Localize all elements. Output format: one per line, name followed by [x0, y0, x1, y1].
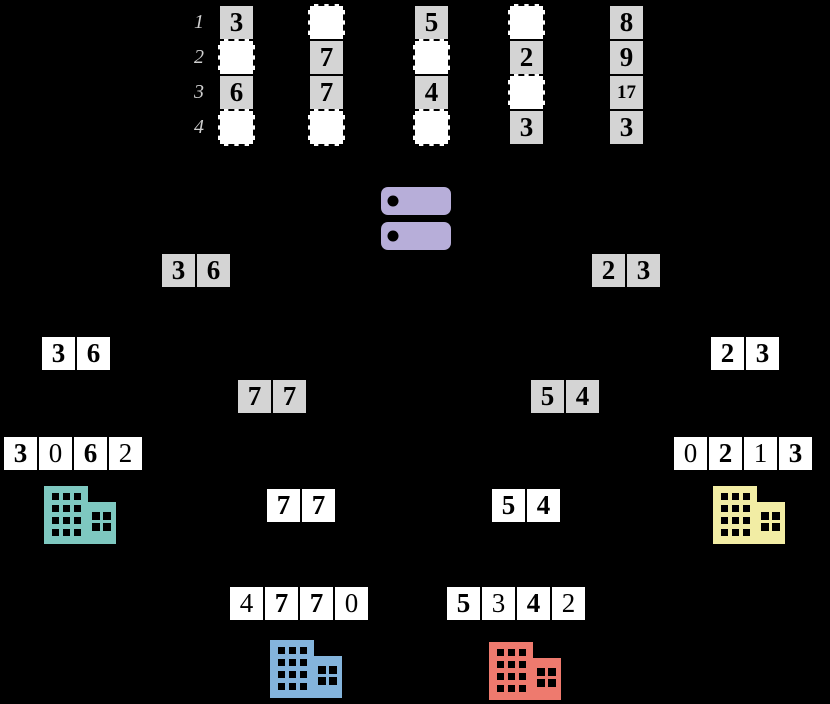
word-right-white-cell-2: 2: [707, 435, 744, 472]
database-icon: [380, 186, 452, 252]
word-right-white-cell-1: 0: [672, 435, 709, 472]
word-left-white-cell-1: 3: [2, 435, 39, 472]
word-right-white-cell-3: 1: [742, 435, 779, 472]
row-label-1: 1: [194, 11, 204, 33]
memory-cell-r3-c3: 4: [413, 74, 450, 111]
memory-cell-r4-c3: [413, 109, 450, 146]
database-icon-svg: [381, 187, 451, 250]
memory-cell-r4-c1: [218, 109, 255, 146]
word-bottomright-white-cell-1: 5: [445, 585, 482, 622]
word-bottomright-white-cell-4: 2: [550, 585, 587, 622]
memory-cell-r3-c5: 17: [608, 74, 645, 111]
server-building-red: [489, 638, 561, 700]
building-icon: [44, 486, 116, 544]
word-left-white-cell-3: 6: [72, 435, 109, 472]
building-icon: [270, 640, 342, 698]
memory-cell-r1-c5: 8: [608, 4, 645, 41]
pair-midleft-gray-cell-1: 7: [236, 378, 273, 415]
memory-cell-r2-c1: [218, 39, 255, 76]
word-bottomright-white-cell-3: 4: [515, 585, 552, 622]
memory-cell-r1-c3: 5: [413, 4, 450, 41]
buffer-right-gray-cell-2: 3: [625, 252, 662, 289]
server-building-blue: [270, 636, 342, 698]
memory-cell-r4-c2: [308, 109, 345, 146]
memory-cell-r3-c1: 6: [218, 74, 255, 111]
memory-cell-r2-c2: 7: [308, 39, 345, 76]
buffer-right-gray-cell-1: 2: [590, 252, 627, 289]
memory-cell-r2-c5: 9: [608, 39, 645, 76]
word-left-white-cell-4: 2: [107, 435, 144, 472]
pair-midright-gray-cell-2: 4: [564, 378, 601, 415]
pair-left-white-cell-1: 3: [40, 335, 77, 372]
memory-cell-r4-c4: 3: [508, 109, 545, 146]
pair-midright-white-cell-1: 5: [490, 487, 527, 524]
memory-cell-r4-c5: 3: [608, 109, 645, 146]
pair-midleft-gray-cell-2: 7: [271, 378, 308, 415]
client-building-yellow: [713, 482, 785, 544]
row-label-2: 2: [194, 46, 204, 68]
pair-midleft-white-cell-1: 7: [265, 487, 302, 524]
memory-cell-r1-c2: [308, 4, 345, 41]
memory-cell-r3-c4: [508, 74, 545, 111]
word-bottomleft-white-cell-4: 0: [333, 585, 370, 622]
pair-right-white-cell-1: 2: [709, 335, 746, 372]
pair-midleft-white-cell-2: 7: [300, 487, 337, 524]
client-building-teal: [44, 482, 116, 544]
word-bottomleft-white-cell-2: 7: [263, 585, 300, 622]
memory-cell-r3-c2: 7: [308, 74, 345, 111]
word-right-white-cell-4: 3: [777, 435, 814, 472]
memory-cell-r1-c4: [508, 4, 545, 41]
buffer-left-gray-cell-1: 3: [160, 252, 197, 289]
word-bottomleft-white-cell-1: 4: [228, 585, 265, 622]
row-label-4: 4: [194, 116, 204, 138]
building-icon: [489, 642, 561, 700]
pair-midright-white-cell-2: 4: [525, 487, 562, 524]
word-bottomright-white-cell-2: 3: [480, 585, 517, 622]
pair-midright-gray-cell-1: 5: [529, 378, 566, 415]
memory-cell-r1-c1: 3: [218, 4, 255, 41]
memory-cell-r2-c4: 2: [508, 39, 545, 76]
building-icon: [713, 486, 785, 544]
word-left-white-cell-2: 0: [37, 435, 74, 472]
row-label-3: 3: [194, 81, 204, 103]
buffer-left-gray-cell-2: 6: [195, 252, 232, 289]
word-bottomleft-white-cell-3: 7: [298, 585, 335, 622]
pair-left-white-cell-2: 6: [75, 335, 112, 372]
pair-right-white-cell-2: 3: [744, 335, 781, 372]
memory-cell-r2-c3: [413, 39, 450, 76]
